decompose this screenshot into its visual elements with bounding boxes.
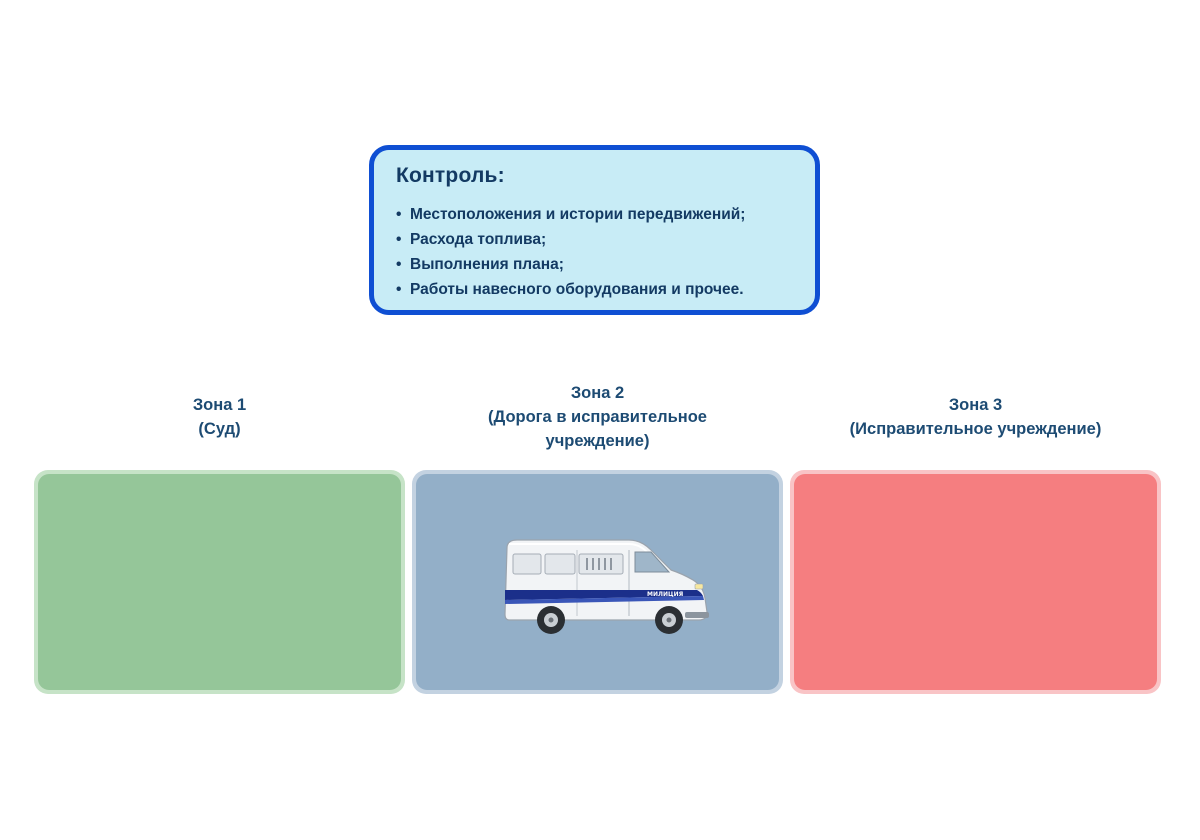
zone-2-label: Зона 2 (Дорога в исправительное учрежден… bbox=[412, 381, 783, 453]
zone-2-card: МИЛИЦИЯ bbox=[412, 470, 783, 694]
zone-2-card-fill: МИЛИЦИЯ bbox=[416, 474, 779, 690]
control-item: • Местоположения и истории передвижений; bbox=[396, 202, 815, 227]
van-barred-window bbox=[578, 553, 624, 575]
control-item-text: Местоположения и истории передвижений; bbox=[410, 206, 746, 223]
zone-1-card-fill bbox=[38, 474, 401, 690]
zone-1-card bbox=[34, 470, 405, 694]
van-front-wheel bbox=[655, 606, 683, 634]
control-item: • Расхода топлива; bbox=[396, 227, 815, 252]
control-list: •Местоположения и истории передвижений; … bbox=[396, 202, 815, 302]
van-roof-line bbox=[509, 543, 648, 553]
van-headlight bbox=[694, 583, 704, 590]
control-item-text: Расхода топлива; bbox=[410, 231, 547, 248]
van-cab-window bbox=[634, 551, 671, 573]
window-bars bbox=[586, 558, 612, 570]
van-body bbox=[504, 539, 708, 621]
bullet: • bbox=[396, 231, 402, 248]
bullet: • bbox=[396, 256, 402, 273]
van-side-window bbox=[544, 553, 576, 575]
zone-1-title: Зона 1 bbox=[192, 396, 247, 414]
zone-2-subtitle-line2: учреждение) bbox=[545, 432, 650, 450]
control-title: Контроль: bbox=[396, 164, 505, 187]
van-side-text: МИЛИЦИЯ bbox=[647, 591, 684, 598]
zone-3-card-fill bbox=[794, 474, 1157, 690]
zone-3-card bbox=[790, 470, 1161, 694]
zone-1-label: Зона 1 (Суд) bbox=[34, 393, 405, 441]
van-stripe-lower bbox=[505, 596, 704, 604]
zone-2-subtitle-line1: (Дорога в исправительное bbox=[488, 408, 707, 426]
control-item: • Выполнения плана; bbox=[396, 252, 815, 277]
control-item-text: Работы навесного оборудования и прочее. bbox=[410, 281, 744, 298]
control-item: • Работы навесного оборудования и прочее. bbox=[396, 277, 815, 302]
van-bumper bbox=[685, 612, 709, 618]
zone-2-title: Зона 2 bbox=[570, 384, 625, 402]
van-rear-window bbox=[512, 553, 542, 575]
bullet: • bbox=[396, 206, 402, 223]
bullet: • bbox=[396, 281, 402, 298]
zone-3-title: Зона 3 bbox=[948, 396, 1003, 414]
police-van-icon: МИЛИЦИЯ bbox=[504, 539, 709, 634]
zone-3-subtitle: (Исправительное учреждение) bbox=[849, 420, 1102, 438]
van-rear-wheel bbox=[537, 606, 565, 634]
control-item-text: Выполнения плана; bbox=[410, 256, 564, 273]
control-box: Контроль: • Местоположения и истории пере… bbox=[369, 145, 820, 315]
zone-3-label: Зона 3 (Исправительное учреждение) bbox=[790, 393, 1161, 441]
van-stripe bbox=[505, 590, 703, 600]
zone-1-subtitle: (Суд) bbox=[198, 420, 241, 438]
